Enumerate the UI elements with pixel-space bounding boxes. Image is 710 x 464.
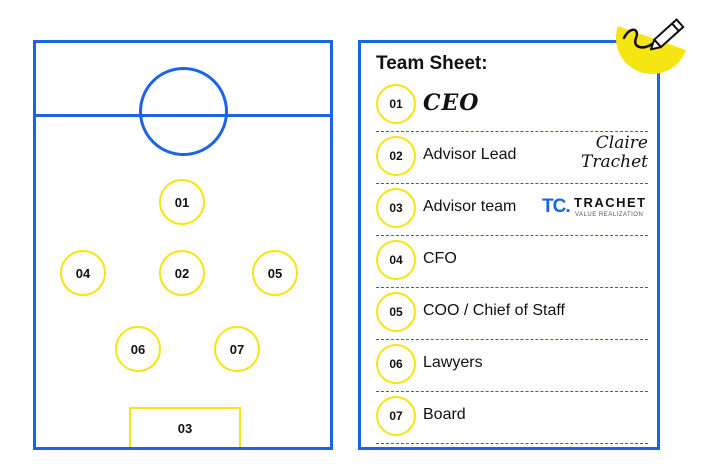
sheet-row-06: 06 Lawyers [376,340,648,392]
logo-mark: TC. [542,196,571,217]
row-number: 01 [376,84,416,124]
sheet-row-04: 04 CFO [376,236,648,288]
goal-label: 03 [177,420,193,436]
sheet-row-07: 07 Board [376,392,648,444]
sheet-row-03: 03 Advisor team TC. TRACHET VALUE REALIZ… [376,184,648,236]
row-label: Board [423,406,466,423]
center-circle [139,67,228,156]
player-05: 05 [252,250,298,296]
sheet-title: Team Sheet: [376,53,488,74]
row-number: 02 [376,136,416,176]
signature-last: Trachet [581,152,648,172]
row-label: Advisor Lead [423,146,517,163]
team-sheet: Team Sheet: 01 CEO 02 Advisor Lead Clair… [358,40,660,450]
player-04: 04 [60,250,106,296]
signature: Claire Trachet [552,134,648,172]
sheet-row-01: 01 CEO [376,80,648,132]
row-label: Advisor team [423,198,517,215]
row-label: Lawyers [423,354,483,371]
player-01: 01 [159,179,205,225]
logo-tagline: VALUE REALIZATION [575,212,644,218]
logo-wordmark: TRACHET [574,195,647,210]
row-number: 06 [376,344,416,384]
sheet-row-05: 05 COO / Chief of Staff [376,288,648,340]
edit-badge [614,8,694,80]
row-number: 07 [376,396,416,436]
player-07: 07 [214,326,260,372]
pitch: 01 04 02 05 06 07 03 [33,40,333,450]
row-label: CFO [423,250,457,267]
row-number: 03 [376,188,416,228]
sheet-row-02: 02 Advisor Lead Claire Trachet [376,132,648,184]
trachet-logo: TC. TRACHET VALUE REALIZATION [542,194,648,224]
player-06: 06 [115,326,161,372]
player-02: 02 [159,250,205,296]
goal-box: 03 [129,407,241,447]
row-number: 04 [376,240,416,280]
row-label: CEO [423,90,480,116]
row-label: COO / Chief of Staff [423,302,565,319]
pencil-icon [615,18,686,75]
row-number: 05 [376,292,416,332]
signature-first: Claire [595,133,648,153]
